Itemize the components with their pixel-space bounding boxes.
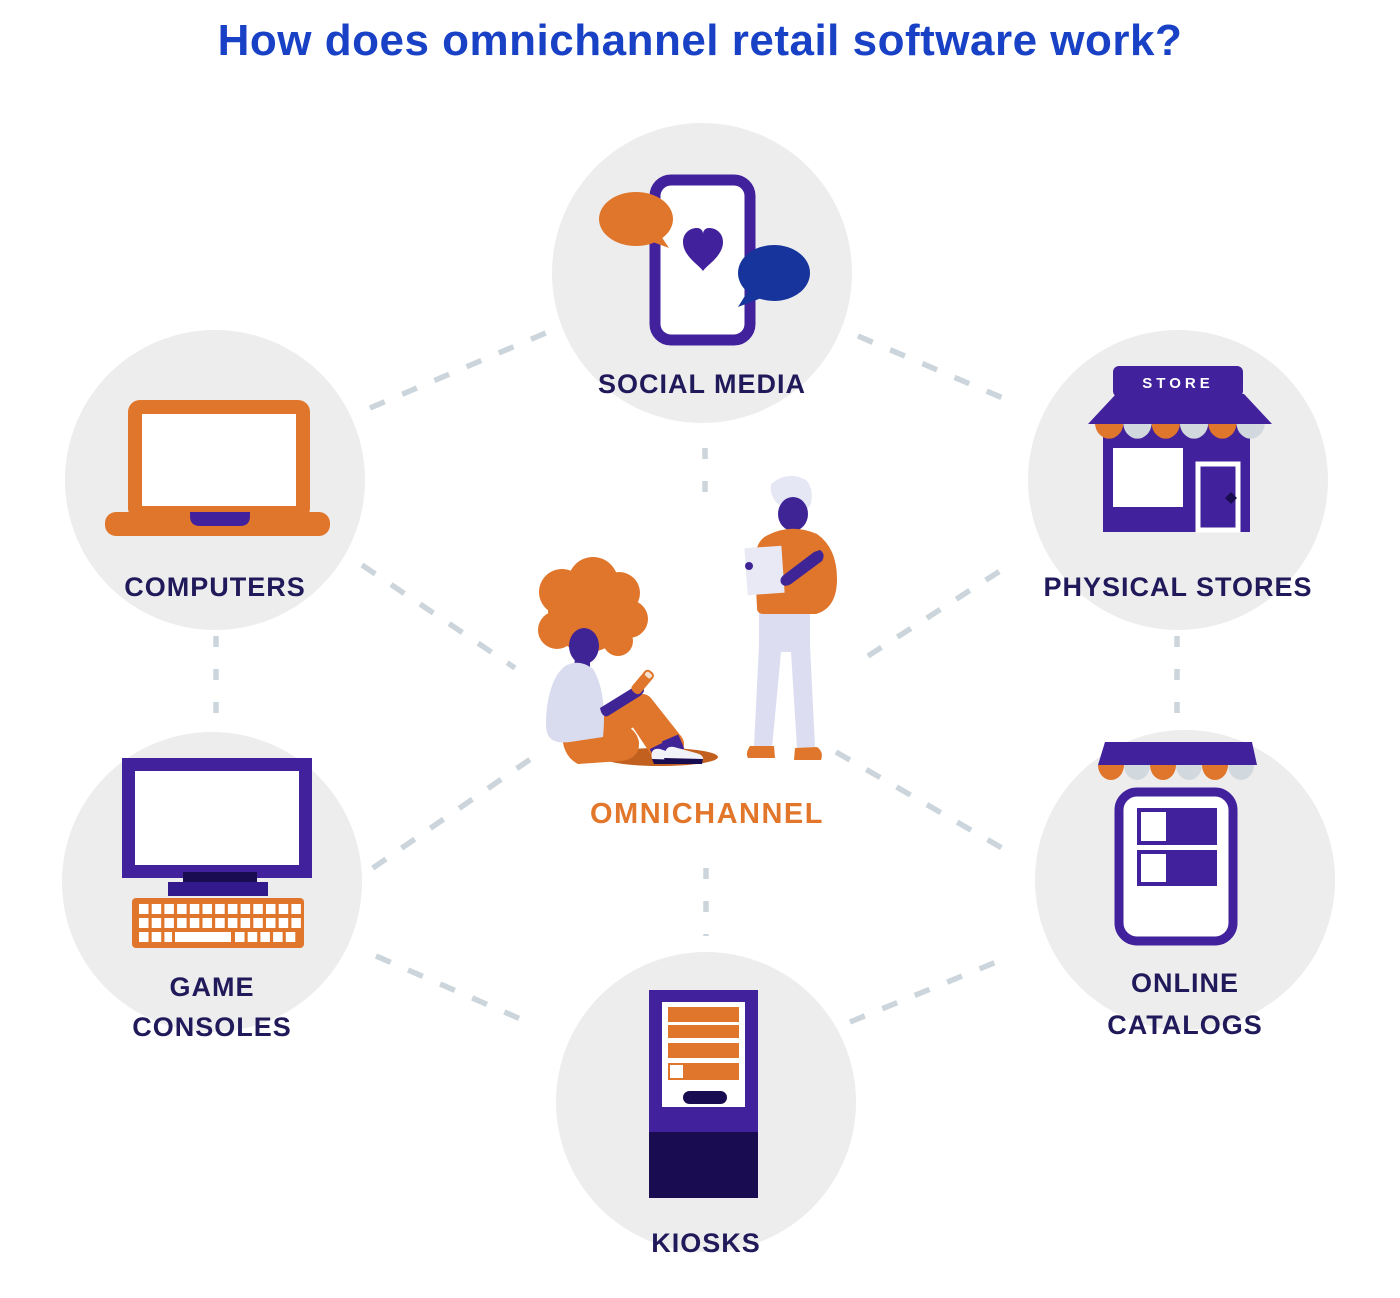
label-social-media: SOCIAL MEDIA	[597, 369, 807, 399]
store-window	[1113, 448, 1183, 507]
label-computers: COMPUTERS	[124, 572, 306, 602]
mobile-shop-icon	[1098, 742, 1257, 946]
label-catalogs: CATALOGS	[1107, 1010, 1263, 1040]
node-kiosks: KIOSKS	[556, 952, 856, 1292]
node-computers: COMPUTERS	[65, 330, 365, 670]
store-door	[1195, 461, 1241, 533]
social-media-phone-icon	[599, 174, 810, 346]
node-social-media: SOCIAL MEDIA	[552, 123, 852, 463]
clipboard-paper	[744, 545, 785, 596]
heart-icon	[683, 228, 723, 271]
storefront-icon: STORE	[1088, 366, 1272, 533]
label-game: GAME	[169, 972, 255, 1002]
smartphone-in-hand	[631, 669, 654, 695]
connector-line	[374, 953, 534, 1027]
connector-line	[368, 329, 550, 411]
standing-man-figure	[744, 475, 837, 760]
node-physical-stores: STORE PHYSICAL STORES	[1028, 330, 1328, 670]
label-kiosks: KIOSKS	[651, 1228, 761, 1258]
label-physical-stores: PHYSICAL STORES	[1043, 572, 1313, 602]
awning	[1098, 742, 1257, 765]
desktop-computer-icon	[122, 758, 312, 948]
connector-line	[848, 955, 1008, 1025]
store-sign-text: STORE	[1142, 375, 1213, 392]
node-game-consoles: GAME CONSOLES	[62, 732, 362, 1072]
connector-line	[360, 562, 517, 671]
laptop-icon	[105, 400, 330, 536]
door-handle	[1225, 492, 1237, 504]
connector-line	[866, 559, 1016, 659]
node-online-catalogs: ONLINE CATALOGS	[1035, 730, 1335, 1070]
sitting-woman-figure	[538, 557, 704, 764]
label-consoles: CONSOLES	[132, 1012, 292, 1042]
center-label-omnichannel: OMNICHANNEL	[590, 798, 824, 830]
connector-line	[856, 333, 1014, 405]
omnichannel-people-illustration	[538, 475, 837, 766]
label-online: ONLINE	[1130, 968, 1240, 998]
chat-bubble-blue-icon	[738, 245, 810, 301]
connector-line	[342, 755, 534, 891]
page-title: How does omnichannel retail software wor…	[217, 16, 1183, 65]
kiosk-icon	[649, 990, 758, 1198]
